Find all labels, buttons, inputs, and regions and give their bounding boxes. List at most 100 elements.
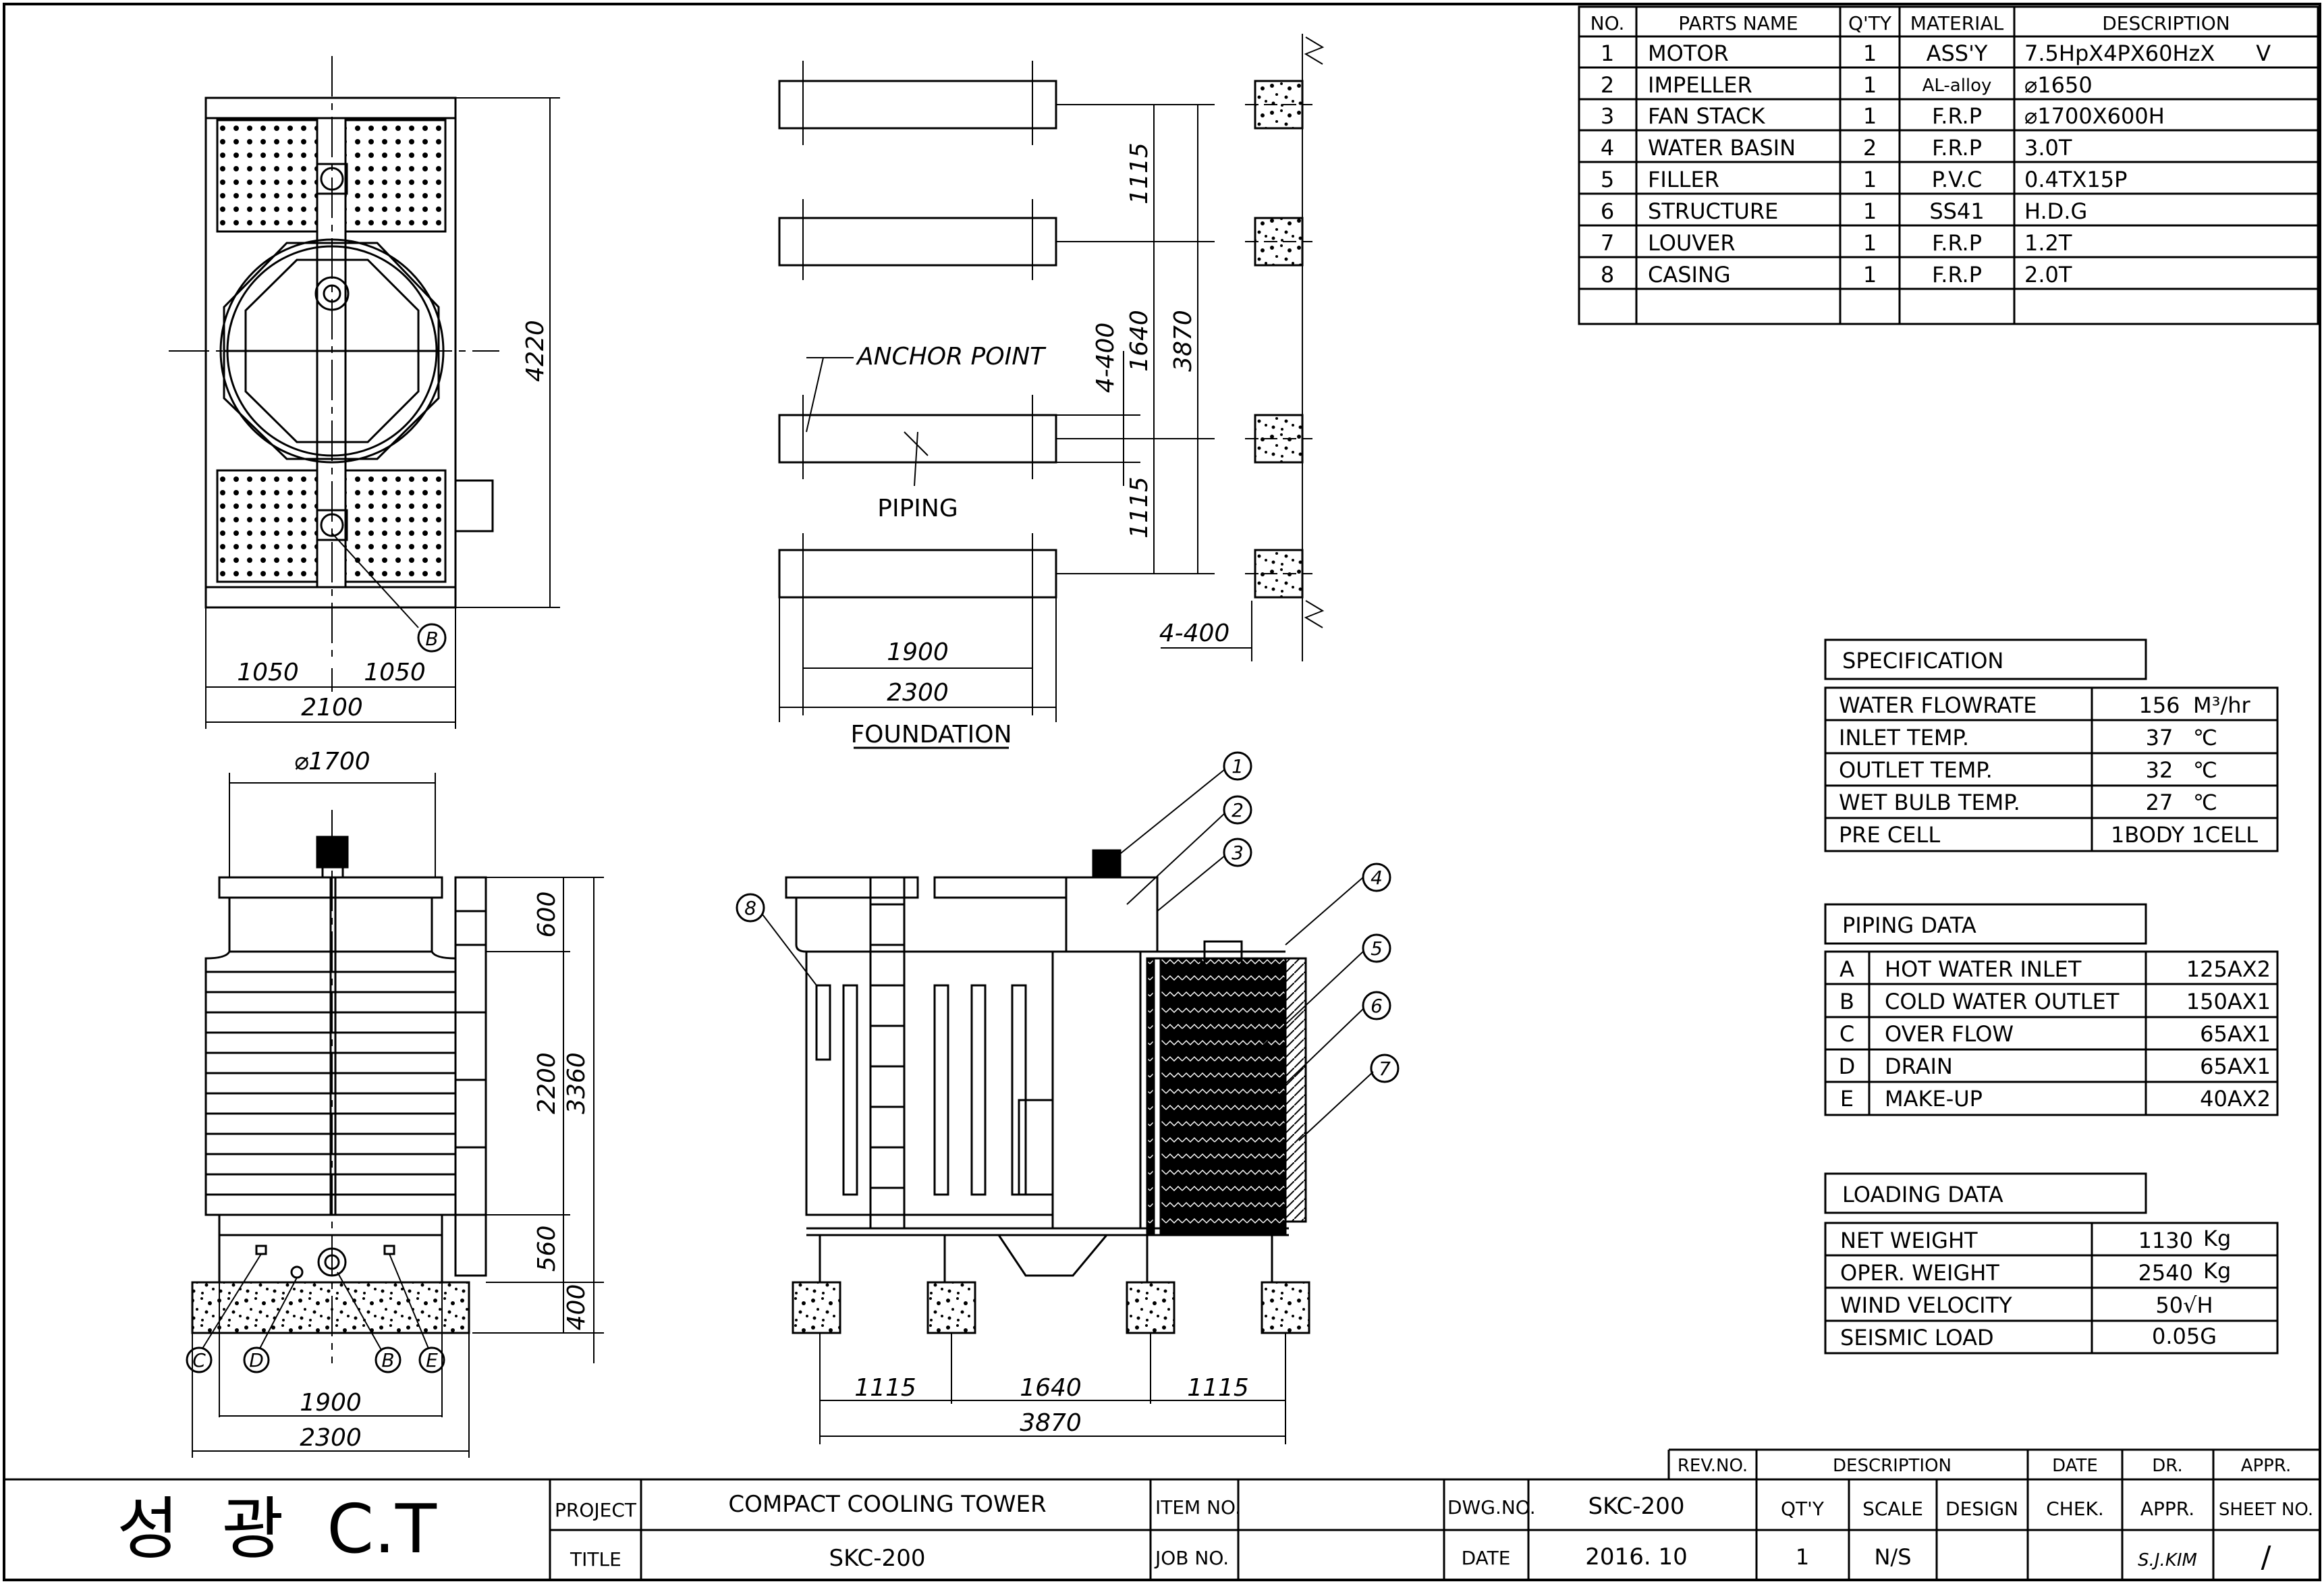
parts-row-4-description: 3.0T bbox=[2024, 135, 2072, 161]
spec-inlet-temp-unit: ℃ bbox=[2193, 725, 2217, 750]
loading-net-weight-value: 1130 bbox=[2138, 1228, 2193, 1253]
spec-wet-bulb-value: 27 bbox=[2146, 790, 2174, 815]
parts-row-1-name: MOTOR bbox=[1648, 40, 1729, 66]
piping-e-name: MAKE-UP bbox=[1885, 1086, 1983, 1112]
plan-dim-width: 2100 bbox=[301, 694, 363, 721]
loading-table bbox=[1824, 1172, 2279, 1355]
parts-row-3-name: FAN STACK bbox=[1648, 103, 1766, 129]
side-callout-7: 7 bbox=[1379, 1058, 1391, 1080]
sheet-no-label: SHEET NO. bbox=[2219, 1500, 2313, 1520]
parts-row-7-qty: 1 bbox=[1863, 230, 1877, 256]
parts-row-3-qty: 1 bbox=[1863, 103, 1877, 129]
scale-label: SCALE bbox=[1862, 1498, 1923, 1520]
foundation-dim-2300: 2300 bbox=[887, 679, 949, 707]
parts-row-7-description: 1.2T bbox=[2024, 230, 2072, 256]
date-value: 2016. 10 bbox=[1585, 1544, 1687, 1571]
piping-c-name: OVER FLOW bbox=[1885, 1021, 2014, 1047]
loading-seismic-load-value: 0.05G bbox=[2152, 1323, 2217, 1349]
side-callout-1: 1 bbox=[1232, 755, 1244, 777]
piping-b-name: COLD WATER OUTLET bbox=[1885, 989, 2120, 1014]
side-dim-3870: 3870 bbox=[1020, 1409, 1082, 1437]
rev-description-label: DESCRIPTION bbox=[1833, 1456, 1952, 1476]
dwg-no-label: DWG.NO. bbox=[1447, 1496, 1536, 1519]
piping-d-name: DRAIN bbox=[1885, 1054, 1953, 1079]
plan-dim-half-right: 1050 bbox=[364, 659, 426, 686]
parts-header-description: DESCRIPTION bbox=[2102, 12, 2230, 34]
parts-row-1-qty: 1 bbox=[1863, 40, 1877, 66]
parts-row-3-description: ⌀1700X600H bbox=[2024, 103, 2165, 129]
piping-e-code: E bbox=[1840, 1086, 1854, 1112]
front-dim-1900: 1900 bbox=[300, 1389, 362, 1417]
rev-appr-label: APPR. bbox=[2241, 1456, 2292, 1476]
check-label: CHEK. bbox=[2046, 1498, 2104, 1520]
parts-row-7-no: 7 bbox=[1601, 230, 1614, 256]
appr-label: APPR. bbox=[2140, 1498, 2194, 1520]
front-view-dims: ⌀1700 600 2200 3360 560 400 1900 2300 C … bbox=[192, 748, 590, 1452]
rev-dr-label: DR. bbox=[2152, 1456, 2182, 1476]
piping-c-size: 65AX1 bbox=[2200, 1021, 2271, 1047]
parts-row-5-qty: 1 bbox=[1863, 167, 1877, 192]
foundation-anchor-label: ANCHOR POINT bbox=[856, 343, 1047, 371]
title-value: SKC-200 bbox=[829, 1545, 926, 1572]
foundation-dim-1115-bottom: 1115 bbox=[1126, 476, 1153, 539]
title-label: TITLE bbox=[570, 1548, 621, 1571]
side-dim-1640: 1640 bbox=[1020, 1374, 1082, 1402]
loading-wind-velocity-value: 50√H bbox=[2155, 1292, 2213, 1318]
item-no-label: ITEM NO. bbox=[1155, 1496, 1241, 1519]
piping-table bbox=[1824, 903, 2279, 1116]
parts-row-4-no: 4 bbox=[1601, 135, 1614, 161]
parts-row-6-material: SS41 bbox=[1929, 198, 1984, 224]
front-dim-600: 600 bbox=[533, 892, 561, 938]
front-view bbox=[186, 773, 604, 1458]
dwg-no-value: SKC-200 bbox=[1588, 1493, 1685, 1520]
side-callout-3: 3 bbox=[1232, 842, 1244, 864]
spec-inlet-temp-label: INLET TEMP. bbox=[1839, 725, 1969, 750]
foundation-view-text: ANCHOR POINT PIPING FOUNDATION 1115 1640… bbox=[850, 142, 1229, 748]
front-dim-400: 400 bbox=[563, 1284, 590, 1331]
foundation-dim-1900: 1900 bbox=[887, 638, 949, 666]
side-callout-8: 8 bbox=[744, 897, 756, 919]
piping-a-size: 125AX2 bbox=[2186, 956, 2271, 982]
parts-table-rows: 1 MOTOR 1 ASS'Y 7.5HpX4PX60HzX V 2 IMPEL… bbox=[1601, 40, 2271, 288]
foundation-caption: FOUNDATION bbox=[850, 721, 1012, 748]
side-callout-4: 4 bbox=[1371, 867, 1383, 889]
design-label: DESIGN bbox=[1945, 1498, 2018, 1520]
spec-pre-cell-value: 1BODY 1CELL bbox=[2111, 822, 2258, 848]
spec-outlet-temp-value: 32 bbox=[2146, 757, 2174, 783]
foundation-dim-3870: 3870 bbox=[1169, 310, 1197, 372]
parts-row-3-no: 3 bbox=[1601, 103, 1614, 129]
specification-title: SPECIFICATION bbox=[1842, 648, 2003, 674]
foundation-dim-1115-top: 1115 bbox=[1126, 142, 1153, 204]
parts-row-2-name: IMPELLER bbox=[1648, 72, 1752, 98]
parts-row-6-description: H.D.G bbox=[2024, 198, 2087, 224]
parts-header-material: MATERIAL bbox=[1910, 12, 2004, 34]
foundation-view bbox=[778, 34, 1325, 749]
parts-row-5-material: P.V.C bbox=[1932, 167, 1983, 192]
date-label: DATE bbox=[1462, 1547, 1511, 1569]
piping-b-size: 150AX1 bbox=[2186, 989, 2271, 1014]
title-block-text: 성 광 C.T PROJECT COMPACT COOLING TOWER TI… bbox=[117, 1456, 2313, 1575]
parts-row-3-material: F.R.P bbox=[1932, 103, 1982, 129]
appr-value: S.J.KIM bbox=[2138, 1550, 2197, 1571]
side-view bbox=[736, 751, 1400, 1444]
piping-e-size: 40AX2 bbox=[2200, 1086, 2271, 1112]
project-value: COMPACT COOLING TOWER bbox=[728, 1491, 1046, 1518]
piping-d-size: 65AX1 bbox=[2200, 1054, 2271, 1079]
qty-label: QT'Y bbox=[1781, 1498, 1825, 1520]
project-label: PROJECT bbox=[555, 1499, 637, 1521]
loading-wind-velocity-label: WIND VELOCITY bbox=[1840, 1292, 2012, 1318]
plan-dim-half-left: 1050 bbox=[237, 659, 299, 686]
plan-nozzle-tag: B bbox=[425, 628, 438, 650]
foundation-dim-4-400-vertical: 4-400 bbox=[1092, 323, 1119, 393]
parts-row-6-name: STRUCTURE bbox=[1648, 198, 1778, 224]
side-dim-1115-left: 1115 bbox=[854, 1374, 916, 1402]
parts-row-1-material: ASS'Y bbox=[1927, 40, 1988, 66]
loading-oper-weight-unit: Kg bbox=[2203, 1258, 2231, 1284]
loading-text: LOADING DATA NET WEIGHT 1130 Kg OPER. WE… bbox=[1840, 1182, 2231, 1350]
rev-date-label: DATE bbox=[2052, 1456, 2098, 1476]
piping-d-code: D bbox=[1839, 1054, 1856, 1079]
parts-row-1-description: 7.5HpX4PX60HzX V bbox=[2024, 40, 2271, 66]
parts-row-7-name: LOUVER bbox=[1648, 230, 1736, 256]
rev-no-label: REV.NO. bbox=[1678, 1456, 1748, 1476]
